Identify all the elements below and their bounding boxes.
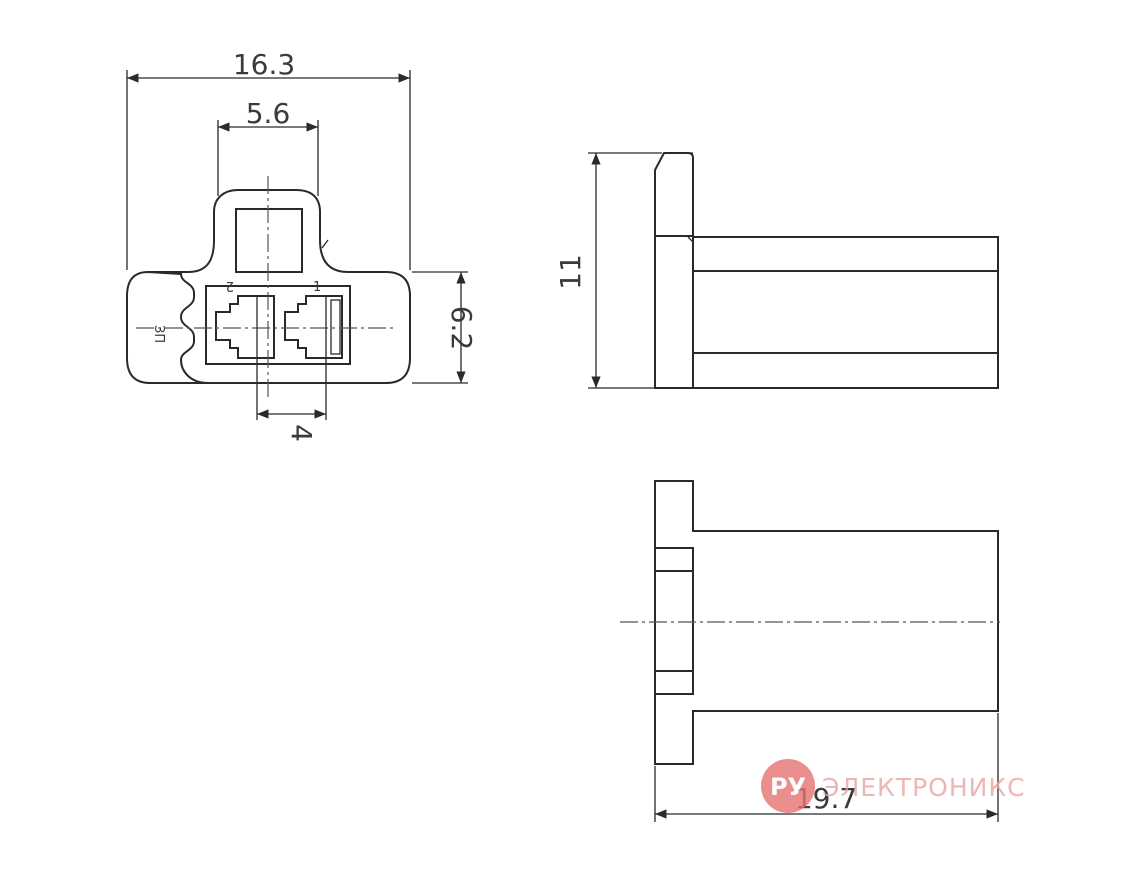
- front-dimensions: 16.3 5.6 6.2 4: [126, 48, 478, 442]
- overall-width-value: 16.3: [233, 48, 295, 81]
- front-height-value: 6.2: [445, 306, 478, 351]
- watermark: РУ ЭЛЕКТРОНИКС: [761, 759, 1026, 813]
- terminal-1-inner: [330, 299, 341, 355]
- side-height-value: 11: [554, 254, 587, 290]
- corner-tick: [321, 239, 329, 249]
- terminal-pocket: [205, 285, 351, 365]
- terminal-1: [284, 295, 343, 359]
- upper-slot: [235, 208, 303, 273]
- top-view: [620, 480, 1000, 765]
- top-view-latch: [654, 547, 694, 695]
- side-view: [654, 152, 999, 389]
- front-view: 2 1 ЗП: [126, 176, 411, 398]
- slot-width-value: 5.6: [246, 97, 291, 130]
- terminal-2: [215, 295, 275, 359]
- side-view-body: [692, 236, 999, 389]
- watermark-logo-circle: [761, 759, 815, 813]
- pin-2-label: 2: [226, 278, 234, 293]
- watermark-logo: РУ: [770, 773, 806, 801]
- side-view-flange: [654, 152, 694, 389]
- top-dimensions: 19.7: [654, 713, 999, 822]
- pin-1-label: 1: [313, 280, 321, 295]
- embossed-marking: ЗП: [151, 325, 166, 343]
- front-view-outline: [126, 189, 411, 384]
- watermark-text: ЭЛЕКТРОНИКС: [822, 773, 1026, 802]
- pin-pitch-value: 4: [285, 424, 318, 442]
- top-view-outline: [654, 480, 999, 765]
- side-dimensions: 11: [554, 152, 662, 389]
- top-view-latch-inner: [654, 570, 694, 672]
